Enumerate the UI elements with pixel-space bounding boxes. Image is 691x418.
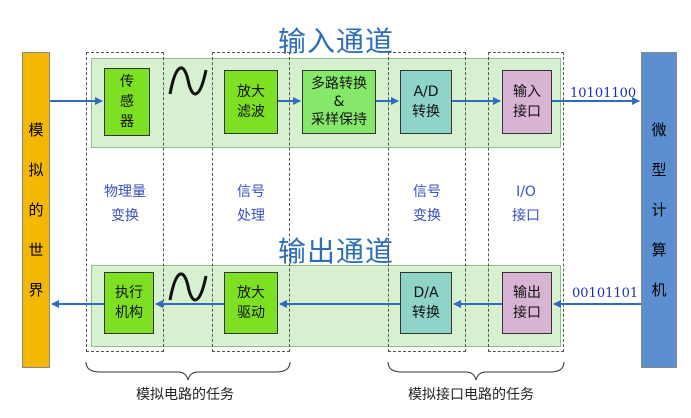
brace-analog-interface (387, 361, 565, 381)
input-port-block: 输入 接口 (502, 70, 552, 134)
analog-world-char: 模 (28, 121, 44, 139)
input-channel-title: 输入通道 (278, 25, 395, 58)
physical-conversion-label: 物理量 变换 (104, 184, 146, 224)
amp-filter-block: 放大 滤波 (224, 70, 278, 134)
output-channel-band (91, 265, 561, 347)
analog-world-char: 界 (28, 281, 44, 299)
output-port-block: 输出 接口 (502, 272, 552, 334)
sensor-block: 传 感 器 (104, 68, 150, 136)
stage-box-signal-processing (212, 52, 290, 352)
microcomputer-char: 型 (651, 161, 667, 179)
output-channel-title: 输出通道 (278, 235, 395, 268)
analog-circuit-task-label: 模拟电路的任务 (136, 387, 234, 403)
analog-world-bar: 模 拟 的 世 界 (22, 52, 50, 368)
brace-analog-circuit (85, 361, 291, 381)
microcomputer-char: 微 (651, 121, 667, 139)
microcomputer-bar: 微 型 计 算 机 (641, 52, 677, 368)
actuator-block: 执行 机构 (104, 272, 154, 334)
analog-world-char: 世 (28, 241, 44, 259)
adc-block: A/D 转换 (400, 70, 452, 134)
stage-box-signal-conversion (388, 52, 466, 352)
microcomputer-char: 机 (651, 281, 667, 299)
microcomputer-char: 计 (651, 201, 667, 219)
signal-processing-label: 信号 处理 (237, 184, 265, 224)
mux-sample-hold-block: 多路转换 & 采样保持 (302, 70, 376, 134)
analog-signal-icon-input (168, 66, 208, 96)
microcomputer-char: 算 (651, 241, 667, 259)
stage-box-io (488, 52, 564, 352)
input-bits: 10101100 (570, 86, 637, 101)
output-bits: 00101101 (572, 286, 639, 301)
dac-block: D/A 转换 (400, 272, 452, 334)
amp-drive-block: 放大 驱动 (224, 272, 278, 334)
analog-world-char: 的 (28, 201, 44, 219)
io-interface-label: I/O 接口 (512, 184, 540, 224)
signal-conversion-label: 信号 变换 (413, 184, 441, 224)
analog-world-char: 拟 (28, 161, 44, 179)
analog-interface-task-label: 模拟接口电路的任务 (408, 387, 534, 403)
analog-signal-icon-output (168, 272, 208, 302)
stage-box-physical (86, 52, 164, 352)
